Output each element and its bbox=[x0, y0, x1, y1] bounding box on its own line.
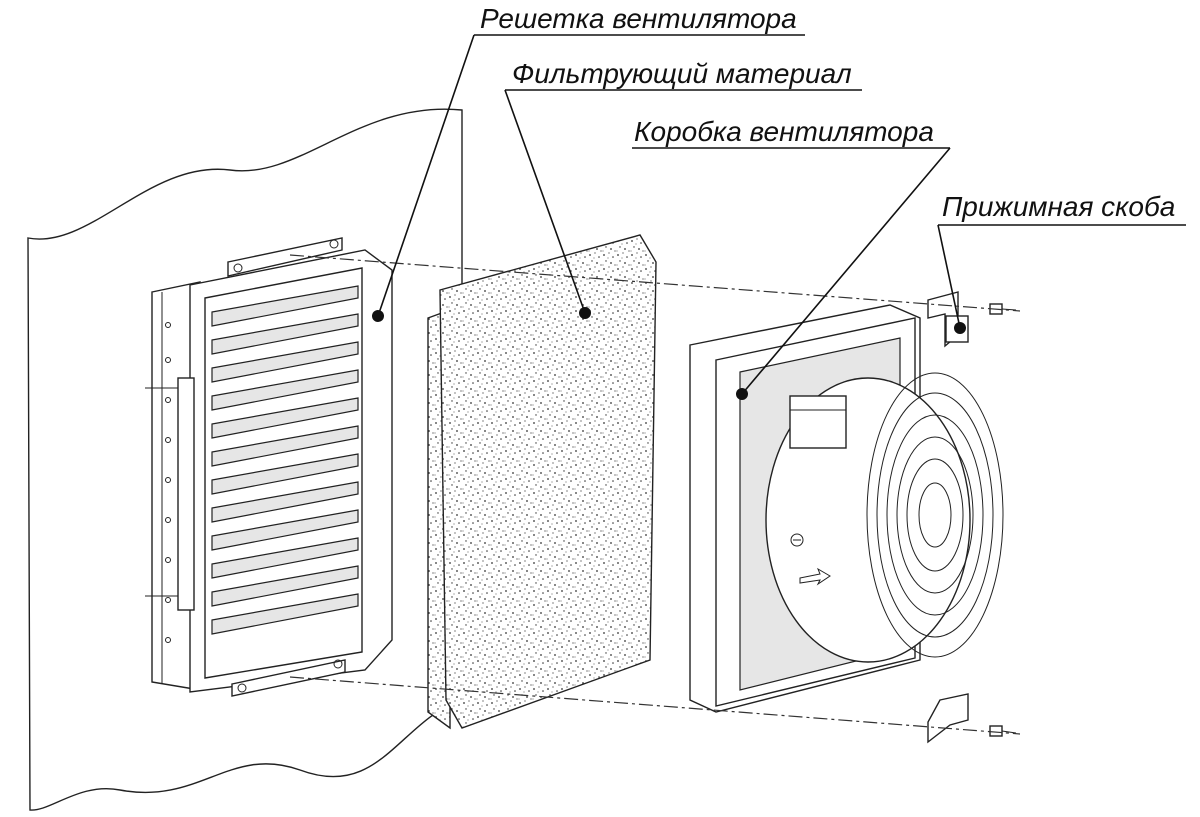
flange-holes bbox=[165, 322, 171, 643]
leader-fan-box bbox=[632, 147, 951, 400]
label-grille: Решетка вентилятора bbox=[480, 3, 797, 34]
clamp-top bbox=[927, 291, 969, 348]
fan-housing bbox=[765, 377, 971, 663]
leader-filter bbox=[504, 89, 862, 319]
filter-pad bbox=[439, 234, 657, 729]
leader-grille bbox=[372, 34, 805, 322]
screw-bottom bbox=[989, 725, 1017, 737]
label-fan-box: Коробка вентилятора bbox=[634, 116, 934, 147]
terminal-block bbox=[789, 395, 847, 449]
axis-line-bottom bbox=[289, 676, 1021, 735]
axis-line-top bbox=[289, 254, 1021, 312]
leader-clamp bbox=[937, 224, 1186, 334]
label-filter: Фильтрующий материал bbox=[512, 58, 852, 89]
clamp-bottom bbox=[927, 693, 969, 744]
fan-hub bbox=[918, 482, 952, 548]
grille-louvers bbox=[211, 285, 359, 635]
airflow-arrow-icon bbox=[799, 567, 831, 586]
filter-material bbox=[427, 234, 657, 730]
fan-box bbox=[689, 304, 1004, 713]
fan-guard-outer bbox=[866, 372, 1004, 658]
label-clamp: Прижимная скоба bbox=[942, 191, 1175, 222]
fan-grille bbox=[145, 237, 393, 697]
